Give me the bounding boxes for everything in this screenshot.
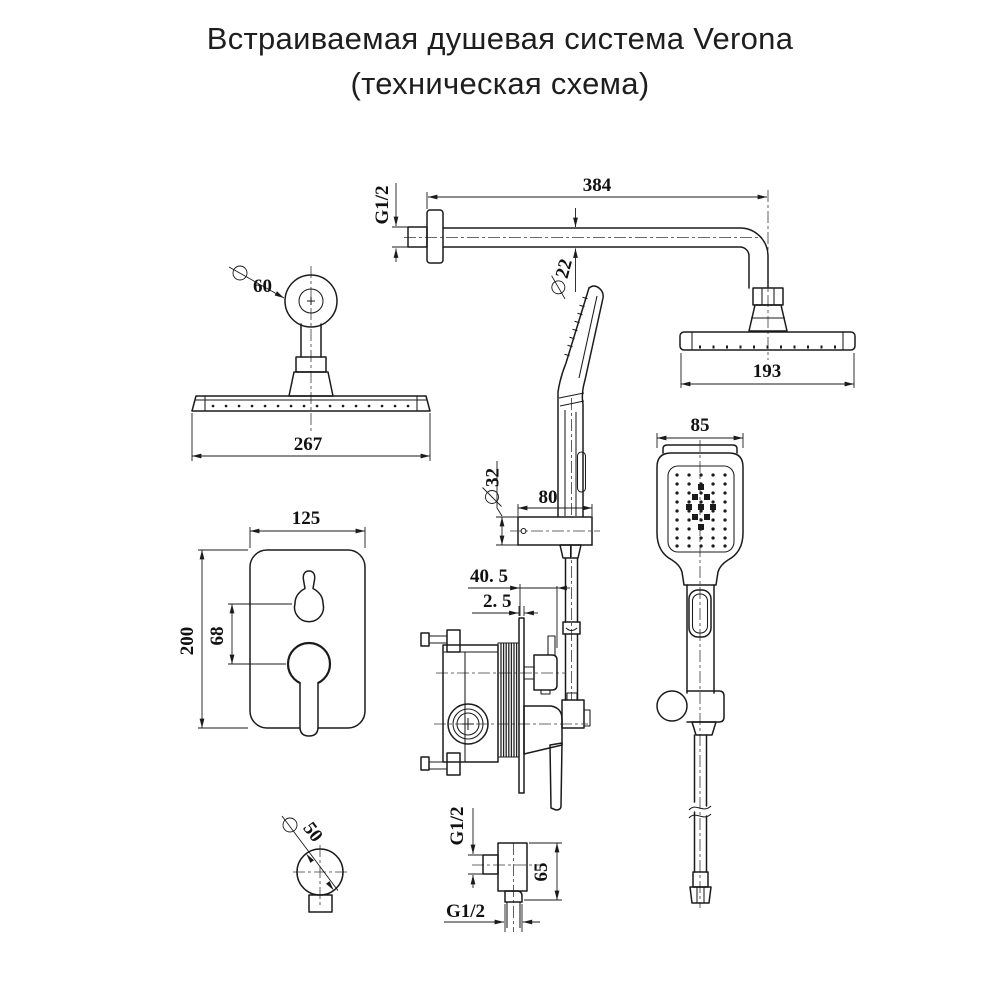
dim-plate-height-label: 200: [177, 627, 198, 656]
dim-holder-width-label: 80: [539, 487, 558, 508]
dim-overhead-side-width-label: 193: [753, 361, 782, 382]
dim-handle-spacing: 68: [207, 603, 292, 665]
dim-plate-thickness: 2. 5: [472, 591, 538, 616]
dim-overhead-front-width-label: 267: [294, 434, 323, 455]
concealed-valve-side-view: [420, 617, 588, 811]
dim-plate-width-label: 125: [292, 508, 321, 529]
mixer-lever-hub: [286, 641, 332, 687]
dim-plate-width: 125: [249, 508, 366, 548]
dim-flange-diameter-label: 60: [253, 276, 272, 297]
title-line-1: Встраиваемая душевая система Verona: [206, 21, 794, 56]
spray-dots: [675, 473, 727, 548]
dim-outlet-thread-bottom-label: G1/2: [446, 901, 485, 922]
holder-bracket: [686, 690, 725, 723]
nozzle-ticks: [699, 345, 836, 349]
control-plate-front-view: [249, 549, 366, 737]
dim-holder-diameter: 32: [482, 461, 518, 546]
dim-valve-depth-label: 40. 5: [470, 566, 508, 587]
wall-outlet-front-view: 50: [281, 815, 347, 913]
dim-plate-height: 200: [177, 549, 248, 729]
dim-overhead-front-width: 267: [191, 413, 431, 461]
dim-outlet-thread-inlet: G1/2: [447, 806, 483, 888]
spray-center-cluster: [686, 484, 716, 530]
wall-outlet-side-view: [472, 842, 545, 932]
dim-holder-diameter-label: 32: [483, 468, 504, 487]
dim-arm-thread: G1/2: [372, 183, 409, 262]
grip-ticks: [564, 296, 588, 357]
hand-shower-front-view: [656, 440, 744, 908]
dim-arm-length-label: 384: [583, 175, 612, 196]
dim-plate-thickness-label: 2. 5: [483, 591, 512, 612]
dim-overhead-side-width: 193: [680, 353, 855, 388]
mixer-lever-handle: [299, 682, 319, 737]
drawing-title: Встраиваемая душевая система Verona (тех…: [0, 16, 1000, 106]
shower-arm-side-view: [404, 190, 856, 360]
dim-arm-thread-label: G1/2: [372, 185, 393, 224]
valve-inlet-port: [447, 703, 489, 745]
dim-arm-length: 384: [426, 175, 768, 209]
dim-handshower-width: 85: [656, 415, 744, 448]
dim-outlet-height: 65: [524, 842, 562, 901]
dim-outlet-thread-bottom: G1/2: [444, 901, 540, 932]
dim-handle-spacing-label: 68: [207, 627, 228, 646]
dim-valve-depth: 40. 5: [468, 566, 570, 648]
hose-break: [688, 805, 712, 819]
diverter-keyhole: [293, 570, 325, 623]
dim-outlet-thread-inlet-label: G1/2: [447, 806, 468, 845]
holder-knob: [656, 690, 688, 722]
lever-side: [523, 705, 563, 755]
title-line-2: (техническая схема): [350, 66, 650, 101]
mode-button: [688, 589, 712, 638]
hand-shower-side-view: [510, 285, 604, 729]
dim-outlet-flange-diameter-label: 50: [298, 818, 326, 846]
dim-arm-tube-diameter: 22: [546, 208, 578, 300]
escutcheon-plate: [518, 617, 525, 794]
overhead-shower-front-view: [191, 266, 431, 432]
dim-flange-diameter: 60: [228, 265, 285, 299]
dim-handshower-width-label: 85: [691, 415, 710, 436]
diverter-knob-side: [533, 654, 558, 691]
dim-arm-tube-diameter-label: 22: [552, 257, 577, 281]
dim-outlet-height-label: 65: [531, 863, 552, 882]
dim-holder-width: 80: [517, 487, 593, 516]
